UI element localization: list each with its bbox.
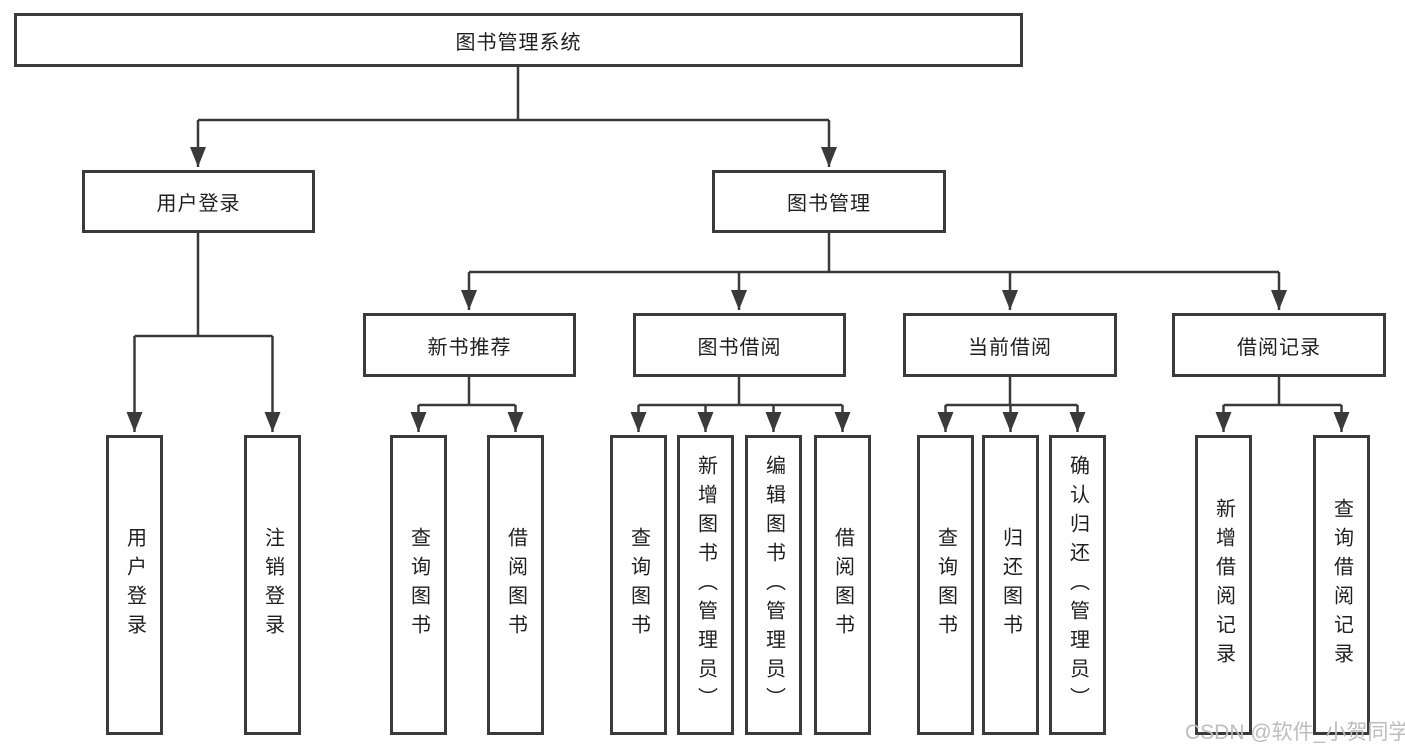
node-label: 查询借阅记录 <box>1330 498 1353 672</box>
leaf-add-books-admin: 新增图书（管理员） <box>677 435 734 735</box>
node-label: 图书管理系统 <box>455 31 582 54</box>
node-label: 新增借阅记录 <box>1212 498 1235 672</box>
leaf-edit-books-admin: 编辑图书（管理员） <box>745 435 802 735</box>
leaf-query-books-borrowing: 查询图书 <box>610 435 667 735</box>
node-label: 图书借阅 <box>697 336 782 359</box>
node-book-borrowing: 图书借阅 <box>633 313 846 377</box>
node-label: 新书推荐 <box>427 336 512 359</box>
leaf-confirm-return-admin: 确认归还（管理员） <box>1049 435 1106 735</box>
node-label: 注销登录 <box>261 527 284 643</box>
leaf-borrow-books-recommend: 借阅图书 <box>487 435 544 735</box>
node-label: 借阅图书 <box>831 527 854 643</box>
node-label: 用户登录 <box>123 527 146 643</box>
node-borrowing-records: 借阅记录 <box>1172 313 1386 377</box>
leaf-borrow-books: 借阅图书 <box>814 435 871 735</box>
node-label: 查询图书 <box>934 527 957 643</box>
leaf-user-login: 用户登录 <box>106 435 163 735</box>
node-label: 查询图书 <box>627 527 650 643</box>
node-new-book-recommendation: 新书推荐 <box>363 313 576 377</box>
leaf-logout: 注销登录 <box>244 435 301 735</box>
leaf-query-books-recommend: 查询图书 <box>390 435 447 735</box>
leaf-query-books-current: 查询图书 <box>917 435 974 735</box>
leaf-query-borrow-record: 查询借阅记录 <box>1313 435 1370 735</box>
node-label: 图书管理 <box>787 193 871 215</box>
node-book-management: 图书管理 <box>712 170 946 233</box>
node-label: 用户登录 <box>156 193 241 215</box>
node-label: 归还图书 <box>999 527 1022 643</box>
node-label: 新增图书（管理员） <box>694 454 717 716</box>
leaf-return-books: 归还图书 <box>982 435 1039 735</box>
node-label: 借阅记录 <box>1237 336 1321 359</box>
node-library-management-system: 图书管理系统 <box>14 13 1023 67</box>
node-label: 借阅图书 <box>504 527 527 643</box>
node-label: 查询图书 <box>407 527 430 643</box>
leaf-add-borrow-record: 新增借阅记录 <box>1195 435 1252 735</box>
node-label: 当前借阅 <box>968 336 1052 359</box>
node-current-borrowing: 当前借阅 <box>903 313 1117 377</box>
watermark: CSDN @软件_小贺同学 <box>1185 721 1405 744</box>
node-label: 确认归还（管理员） <box>1066 454 1089 716</box>
node-user-login-branch: 用户登录 <box>82 170 315 233</box>
node-label: 编辑图书（管理员） <box>762 454 785 716</box>
